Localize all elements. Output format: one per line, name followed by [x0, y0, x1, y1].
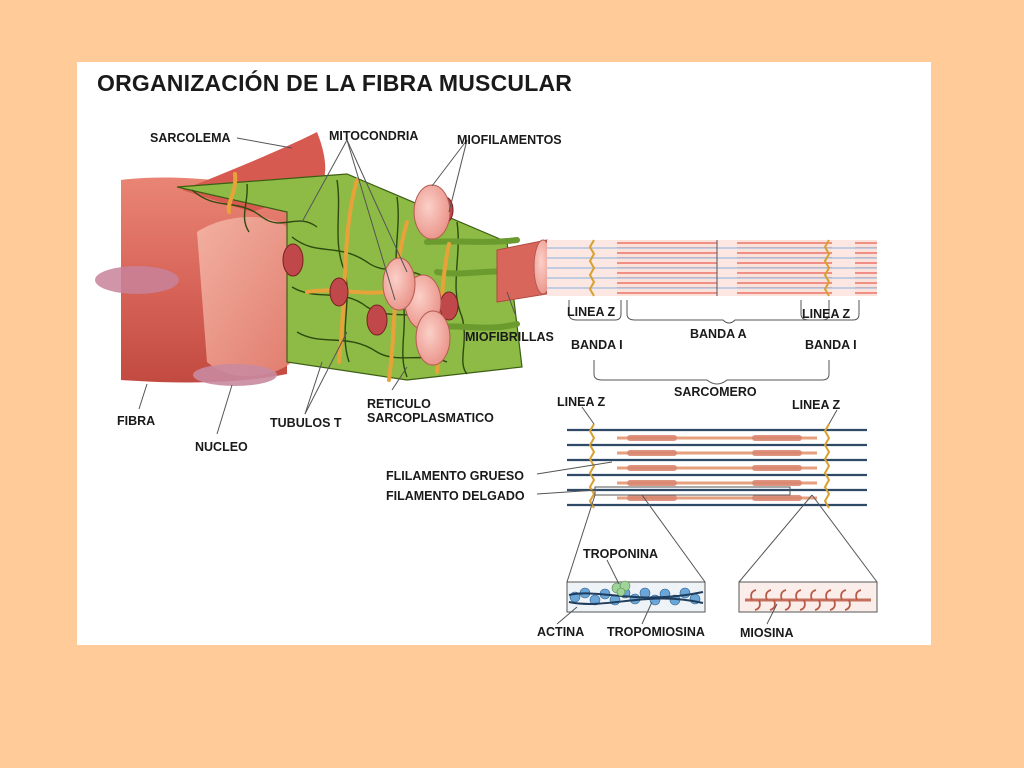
- label-linea-z-3: LINEA Z: [557, 395, 606, 409]
- mitochondria: [282, 196, 459, 336]
- label-troponina: TROPONINA: [583, 547, 658, 561]
- nucleus-upper: [95, 266, 179, 294]
- label-miofibrillas: MIOFIBRILLAS: [465, 330, 554, 344]
- fiber-cut-face: [197, 217, 304, 377]
- band-brackets: [568, 300, 860, 385]
- label-fibra: FIBRA: [117, 414, 155, 428]
- label-miosina: MIOSINA: [740, 626, 793, 640]
- sarcomere-stripes: [547, 239, 877, 297]
- muscle-fiber-diagram: SARCOLEMA MITOCONDRIA MIOFILAMENTOS MIOF…: [95, 129, 878, 640]
- label-sarcomero: SARCOMERO: [674, 385, 757, 399]
- label-mitocondria: MITOCONDRIA: [329, 129, 418, 143]
- label-filamento-grueso: FLILAMENTO GRUESO: [386, 469, 524, 483]
- z-line-right: [823, 239, 831, 297]
- label-tubulos-t: TUBULOS T: [270, 416, 342, 430]
- label-filamento-delgado: FILAMENTO DELGADO: [386, 489, 525, 503]
- leader-lines: [138, 137, 878, 625]
- myosin-detail: [738, 581, 878, 613]
- nucleus-lower: [193, 364, 277, 386]
- label-linea-z-4: LINEA Z: [792, 398, 841, 412]
- z-line-left: [588, 239, 596, 297]
- label-reticulo-2: SARCOPLASMATICO: [367, 411, 494, 425]
- label-reticulo-1: RETICULO: [367, 397, 431, 411]
- diagram-labels: SARCOLEMA MITOCONDRIA MIOFILAMENTOS MIOF…: [117, 129, 857, 640]
- diagram-panel: ORGANIZACIÓN DE LA FIBRA MUSCULAR: [77, 62, 931, 645]
- label-banda-a: BANDA A: [690, 327, 747, 341]
- label-nucleo: NUCLEO: [195, 440, 248, 454]
- lattice-z-left: [588, 423, 596, 509]
- diagram-title: ORGANIZACIÓN DE LA FIBRA MUSCULAR: [97, 70, 573, 96]
- label-linea-z-1: LINEA Z: [567, 305, 616, 319]
- label-sarcolema: SARCOLEMA: [150, 131, 231, 145]
- label-actina: ACTINA: [537, 625, 584, 639]
- actin-detail: [566, 580, 706, 613]
- filament-lattice: [567, 423, 867, 509]
- label-banda-i-left: BANDA I: [571, 338, 623, 352]
- label-tropomiosina: TROPOMIOSINA: [607, 625, 705, 639]
- lattice-z-right: [823, 423, 831, 509]
- muscle-fiber-illustration: [95, 132, 553, 386]
- label-banda-i-right: BANDA I: [805, 338, 857, 352]
- label-linea-z-2: LINEA Z: [802, 307, 851, 321]
- label-miofilamentos: MIOFILAMENTOS: [457, 133, 562, 147]
